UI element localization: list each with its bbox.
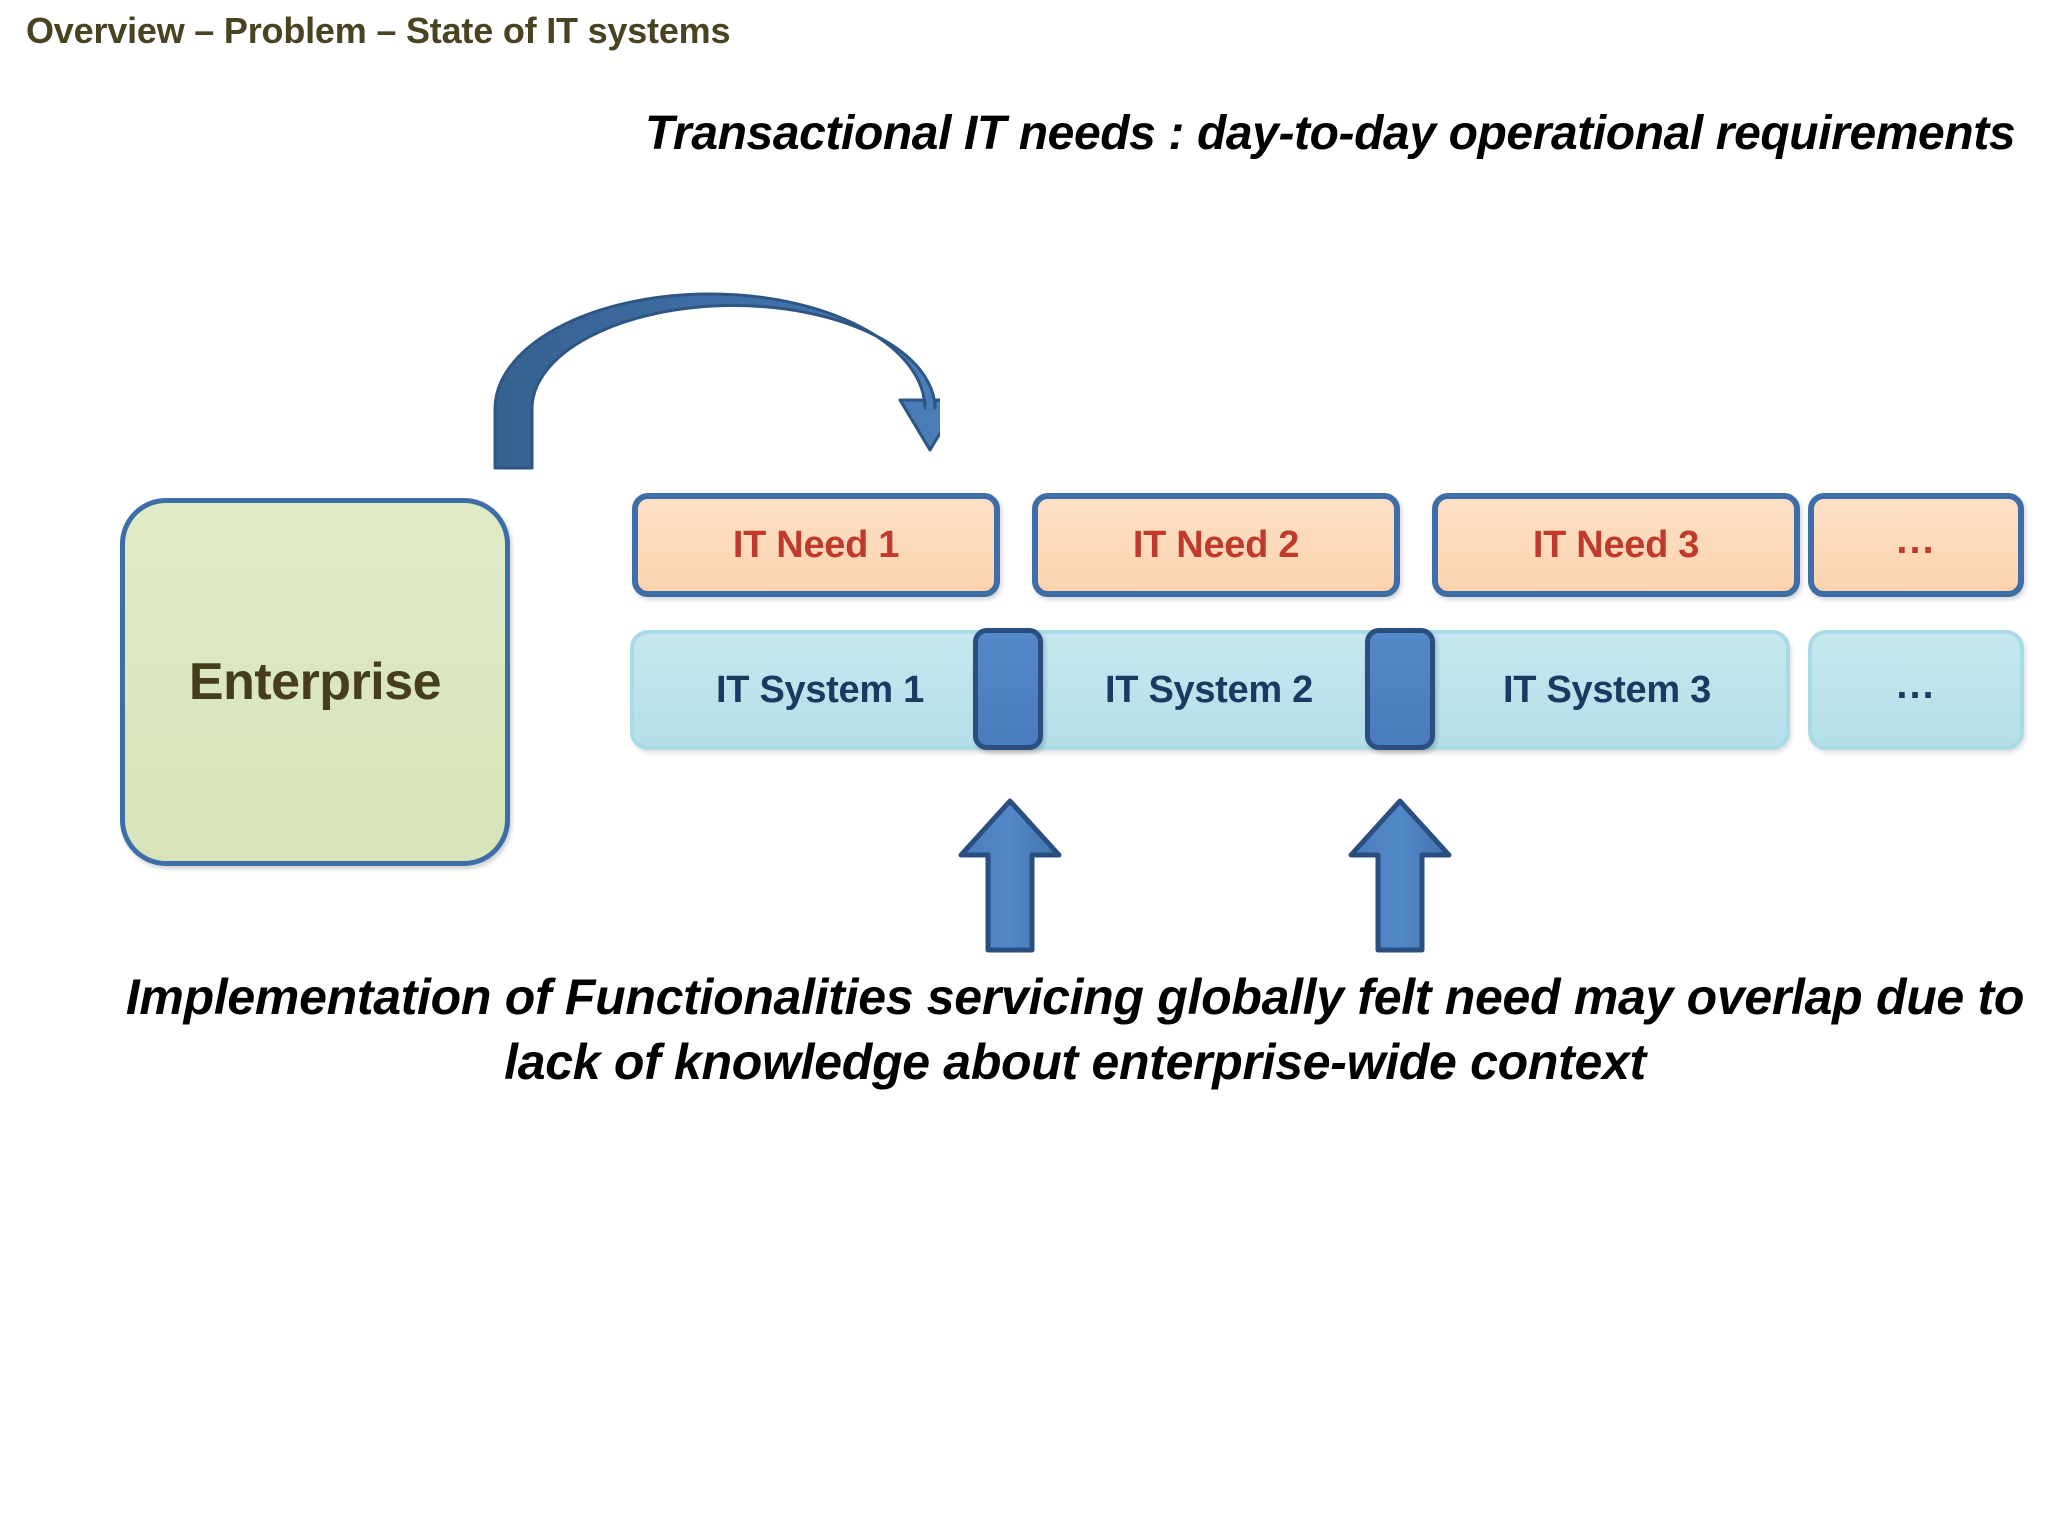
it-system-segment-2[interactable]: IT System 2: [1014, 634, 1404, 746]
it-need-box-2[interactable]: IT Need 2: [1032, 493, 1400, 597]
overlap-connector-2[interactable]: [1365, 628, 1435, 750]
it-system-label-1: IT System 1: [716, 668, 924, 711]
enterprise-box[interactable]: Enterprise: [120, 498, 510, 866]
it-need-overflow-label: ...: [1896, 517, 1936, 562]
it-system-bar[interactable]: IT System 1 IT System 2 IT System 3: [630, 630, 1790, 750]
it-system-segment-3[interactable]: IT System 3: [1424, 634, 1790, 746]
it-need-box-overflow[interactable]: ...: [1808, 493, 2024, 597]
overlap-connector-1[interactable]: [973, 628, 1043, 750]
it-system-box-overflow[interactable]: ...: [1808, 630, 2024, 750]
it-system-label-2: IT System 2: [1105, 668, 1313, 711]
it-system-label-3: IT System 3: [1503, 668, 1711, 711]
overlap-explanation-caption: Implementation of Functionalities servic…: [125, 969, 2025, 1090]
page-title: Overview – Problem – State of IT systems: [26, 10, 731, 51]
it-need-box-3[interactable]: IT Need 3: [1432, 493, 1800, 597]
curved-down-arrow-icon: [493, 292, 940, 470]
it-system-overflow-label: ...: [1896, 662, 1936, 707]
it-need-label-2: IT Need 2: [1132, 523, 1300, 566]
up-arrow-icon-2: [1348, 798, 1452, 953]
up-arrow-icon-1: [958, 798, 1062, 953]
it-need-box-1[interactable]: IT Need 1: [632, 493, 1000, 597]
enterprise-label: Enterprise: [188, 653, 442, 711]
it-need-label-1: IT Need 1: [732, 523, 900, 566]
transactional-needs-caption: Transactional IT needs : day-to-day oper…: [645, 107, 2016, 160]
it-need-label-3: IT Need 3: [1532, 523, 1700, 566]
it-system-segment-1[interactable]: IT System 1: [634, 634, 1006, 746]
